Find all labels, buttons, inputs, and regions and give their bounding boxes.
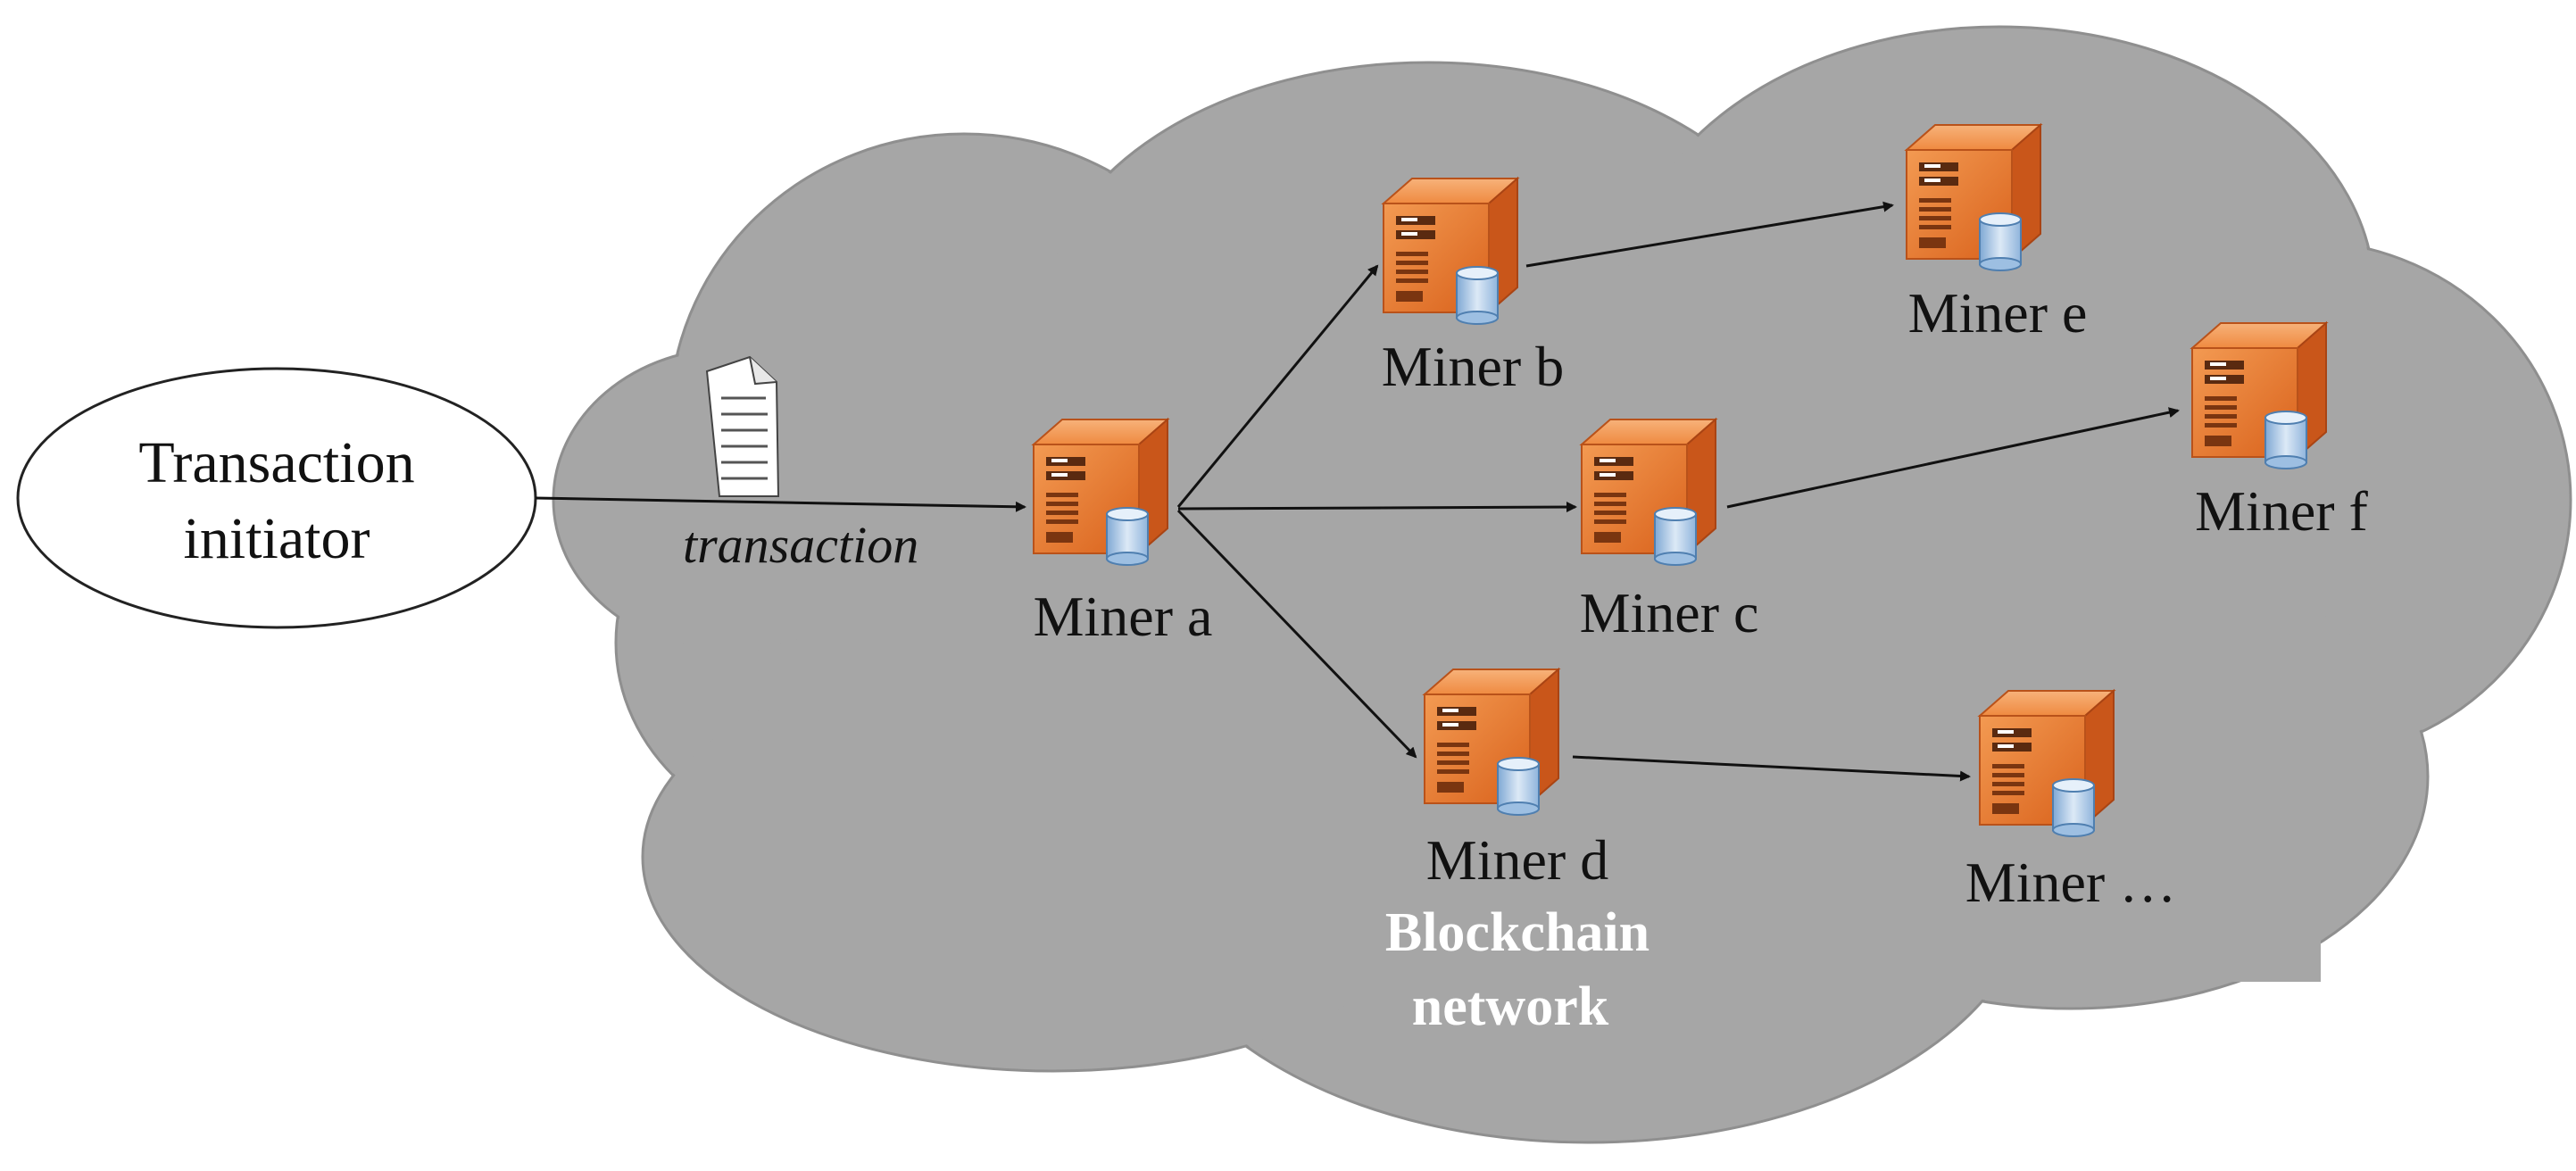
miner-f-label: Miner f bbox=[2195, 479, 2368, 543]
blockchain-cloud bbox=[552, 25, 2572, 1144]
arrow-a-to-d bbox=[1176, 509, 1417, 759]
miner-c-server-icon bbox=[1581, 419, 1716, 566]
miner-more-server-icon bbox=[1979, 690, 2115, 837]
arrow-b-to-e bbox=[1525, 201, 1894, 268]
document-icon bbox=[705, 355, 780, 497]
network-label-line1: Blockchain bbox=[1385, 902, 1649, 963]
miner-d-label: Miner d bbox=[1426, 828, 1608, 892]
initiator-label-line2: initiator bbox=[184, 506, 370, 571]
arrows bbox=[535, 201, 2180, 782]
miner-a-label: Miner a bbox=[1034, 585, 1213, 648]
arrow-a-to-b bbox=[1176, 264, 1379, 508]
transaction-label: transaction bbox=[683, 516, 918, 574]
miner-e-label: Miner e bbox=[1908, 281, 2088, 345]
miner-a-server-icon bbox=[1033, 419, 1168, 566]
miner-more-label: Miner … bbox=[1965, 851, 2176, 914]
miner-e-server-icon bbox=[1906, 124, 2041, 271]
arrow-c-to-f bbox=[1726, 407, 2180, 509]
miner-b-label: Miner b bbox=[1382, 335, 1564, 398]
miner-b-server-icon bbox=[1383, 178, 1518, 325]
network-label-line2: network bbox=[1412, 976, 1609, 1037]
miner-f-server-icon bbox=[2191, 322, 2327, 469]
miner-c-label: Miner c bbox=[1580, 581, 1759, 644]
miner-d-server-icon bbox=[1424, 669, 1559, 816]
arrow-d-to-more bbox=[1572, 755, 1971, 782]
initiator-label-line1: Transaction bbox=[138, 430, 414, 495]
arrow-initiator-to-a bbox=[535, 496, 1026, 512]
arrow-a-to-c bbox=[1177, 502, 1577, 513]
transaction-initiator-node bbox=[16, 367, 537, 629]
